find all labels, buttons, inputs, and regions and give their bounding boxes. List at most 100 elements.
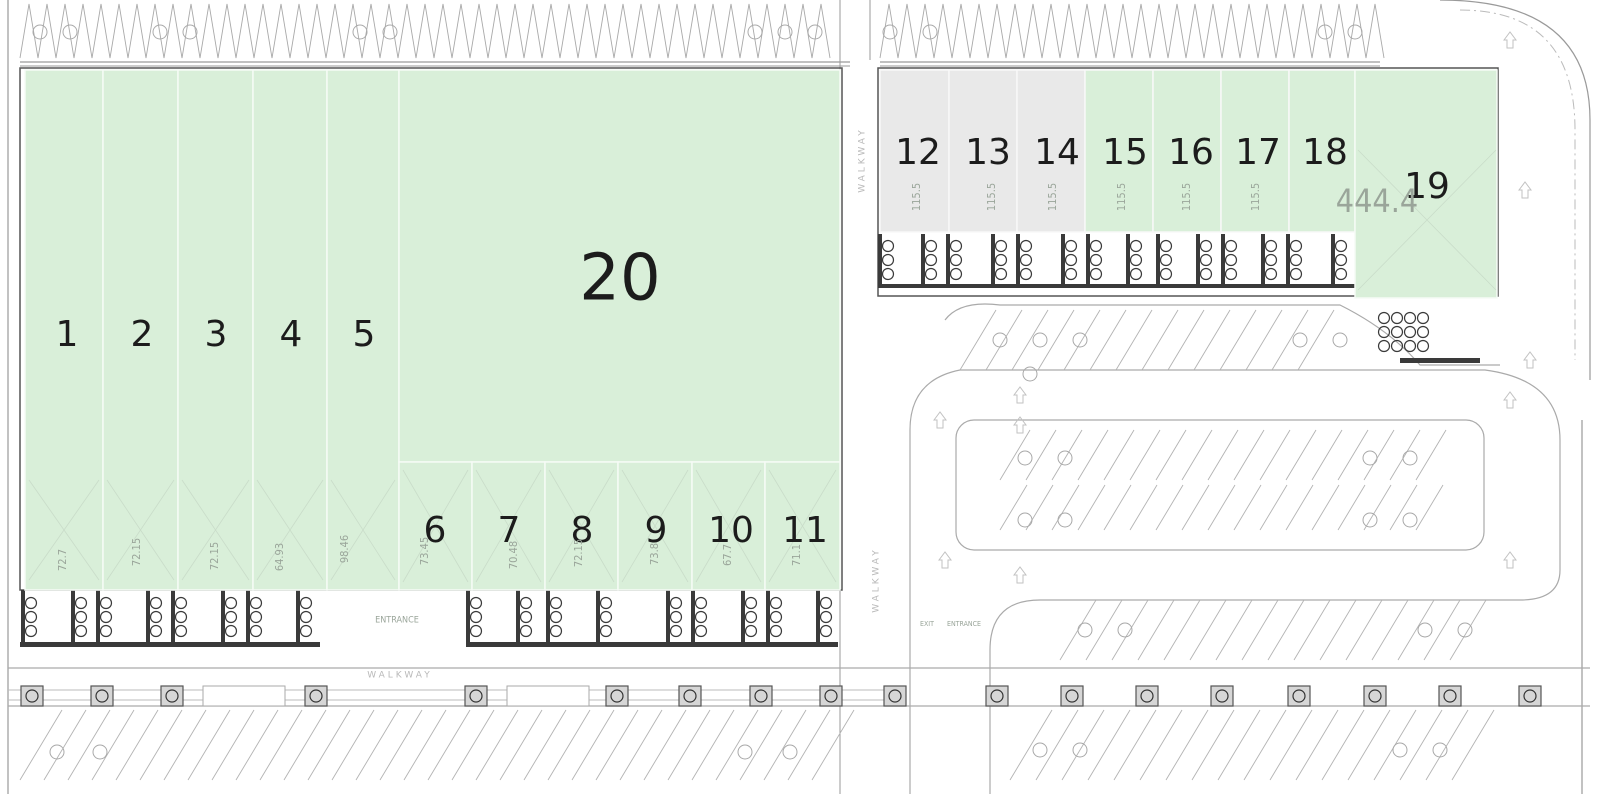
unit-number-11: 11 xyxy=(782,510,828,551)
seating-chair xyxy=(1064,239,1078,253)
seating-bar xyxy=(71,590,75,646)
tree-pit xyxy=(1060,685,1084,707)
flow-arrow xyxy=(938,551,952,569)
unit-area-7: 70.48 xyxy=(507,541,520,569)
parking-light xyxy=(1072,742,1088,758)
unit-15 xyxy=(1084,69,1154,233)
planter-box xyxy=(506,685,590,707)
seating-chair xyxy=(299,624,313,638)
seating-chair xyxy=(881,253,895,267)
seating-chair xyxy=(174,624,188,638)
seating-chair xyxy=(819,596,833,610)
parking-light xyxy=(1032,742,1048,758)
stalls-row-b xyxy=(999,429,1447,481)
seating-chair xyxy=(469,610,483,624)
seating-bar xyxy=(146,590,150,646)
unit-number-15: 15 xyxy=(1102,132,1148,173)
parking-light xyxy=(882,24,898,40)
tree-pit xyxy=(1518,685,1542,707)
parking-light xyxy=(1402,450,1418,466)
seating-base xyxy=(1400,358,1480,363)
stalls-row-c xyxy=(999,484,1444,531)
unit-number-12: 12 xyxy=(895,132,941,173)
seating-chair xyxy=(1264,239,1278,253)
unit-18 xyxy=(1288,69,1356,233)
top-parking-stalls-east xyxy=(879,3,1385,59)
unit-area-3: 72.15 xyxy=(208,542,221,570)
seating-chair xyxy=(694,624,708,638)
walkway-label-upper: WALKWAY xyxy=(858,127,868,193)
seating-chair xyxy=(1334,239,1348,253)
unit-number-7: 7 xyxy=(498,510,521,551)
seating-bar xyxy=(516,590,520,646)
seating-chair xyxy=(949,253,963,267)
unit-number-10: 10 xyxy=(708,510,754,551)
interior-hatch xyxy=(548,469,615,583)
seating-bar xyxy=(1156,234,1160,288)
unit-area-1: 72.7 xyxy=(56,549,69,571)
seating-chair xyxy=(24,610,38,624)
seating-bar xyxy=(171,590,175,646)
seating-bar xyxy=(878,234,882,288)
tree-icon xyxy=(95,689,109,703)
unit-area-10: 67.7 xyxy=(721,544,734,566)
seating-chair xyxy=(949,239,963,253)
flow-arrow xyxy=(1503,391,1517,409)
seating-chair xyxy=(549,596,563,610)
seating-chair xyxy=(1089,267,1103,281)
unit-area-11: 71.1 xyxy=(790,544,803,566)
parking-light xyxy=(1057,450,1073,466)
seating-chair xyxy=(224,610,238,624)
seating-chair xyxy=(224,596,238,610)
seating-chair xyxy=(1377,339,1391,353)
seating-bar xyxy=(991,234,995,288)
unit-20 xyxy=(398,69,841,463)
unit-5 xyxy=(326,69,400,591)
tree-icon xyxy=(824,689,838,703)
seating-chair xyxy=(549,610,563,624)
unit-1 xyxy=(24,69,104,591)
drive-aisle xyxy=(909,369,1561,794)
seating-chair xyxy=(1416,325,1430,339)
seating-chair xyxy=(1289,239,1303,253)
seating-chair xyxy=(149,610,163,624)
seating-bar xyxy=(466,590,470,646)
parking-light xyxy=(1392,742,1408,758)
seating-chair xyxy=(74,596,88,610)
unit-number-3: 3 xyxy=(205,314,228,355)
stalls-row-d xyxy=(1059,599,1487,661)
seating-bar xyxy=(96,590,100,646)
seating-bar xyxy=(1221,234,1225,288)
unit-area-2: 72.15 xyxy=(130,538,143,566)
seating-chair xyxy=(469,624,483,638)
seating-chair xyxy=(694,596,708,610)
parking-light xyxy=(352,24,368,40)
seating-chair xyxy=(1390,325,1404,339)
seating-chair xyxy=(994,267,1008,281)
tree-pit xyxy=(678,685,702,707)
flow-arrow xyxy=(1518,181,1532,199)
seating-chair xyxy=(1159,267,1173,281)
unit-number-1: 1 xyxy=(56,314,79,355)
exit-label: EXIT xyxy=(920,620,934,628)
seating-chair xyxy=(1129,267,1143,281)
parking-light xyxy=(32,24,48,40)
seating-chair xyxy=(1390,339,1404,353)
seating-chair xyxy=(99,624,113,638)
seating-bar xyxy=(1286,234,1290,288)
flow-arrow xyxy=(933,411,947,429)
entrance-label: ENTRANCE xyxy=(375,616,419,626)
seating-chair xyxy=(1224,267,1238,281)
unit-number-9: 9 xyxy=(645,510,668,551)
seating-chair xyxy=(174,610,188,624)
unit-area-12: 115.5 xyxy=(910,183,923,211)
seating-chair xyxy=(149,624,163,638)
unit-area-19: 444.4 xyxy=(1336,182,1418,220)
parking-light xyxy=(992,332,1008,348)
tree-icon xyxy=(610,689,624,703)
tree-icon xyxy=(1292,689,1306,703)
unit-area-8: 72.15 xyxy=(572,539,585,567)
seating-chair xyxy=(599,610,613,624)
seating-bar xyxy=(1016,234,1020,288)
